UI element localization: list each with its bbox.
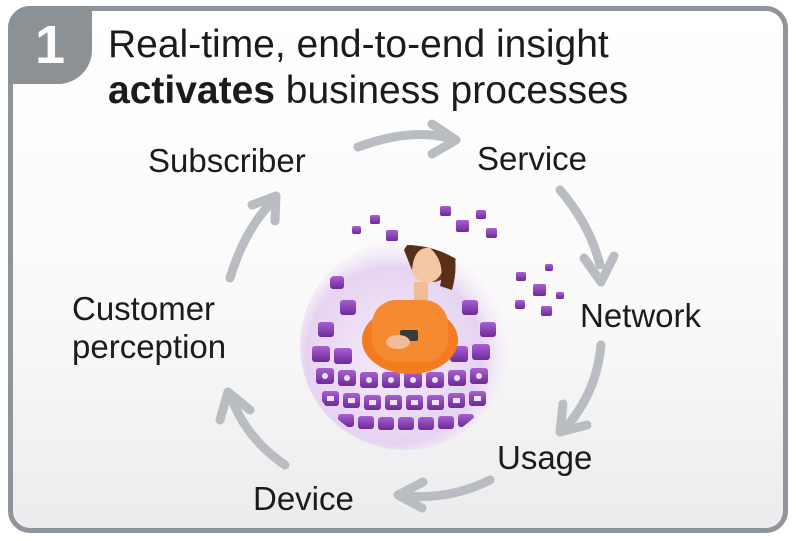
node-network: Network — [580, 297, 702, 334]
cycle-arrows — [215, 119, 619, 513]
customer-line-2: perception — [72, 328, 227, 365]
arrow-usage-to-device-icon — [393, 475, 495, 513]
node-customer-perception: Customer perception — [72, 290, 226, 366]
node-device: Device — [253, 480, 354, 517]
node-usage: Usage — [497, 439, 593, 476]
diagram-title: Real-time, end-to-end insight activates … — [108, 22, 768, 114]
number-badge: 1 — [8, 6, 92, 84]
arrow-service-to-network-icon — [555, 185, 619, 287]
app-globe-icon — [300, 206, 564, 450]
title-bold-word: activates — [108, 69, 275, 112]
arrow-customer-to-subscriber-icon — [225, 191, 281, 283]
title-line-2: activates business processes — [108, 68, 768, 114]
arrow-subscriber-to-service-icon — [353, 119, 461, 159]
title-line-2-rest: business processes — [274, 69, 629, 112]
node-subscriber: Subscriber — [148, 142, 306, 179]
node-service: Service — [477, 140, 588, 177]
arrow-device-to-customer-icon — [215, 387, 290, 470]
customer-line-1: Customer — [72, 290, 216, 327]
title-line-1: Real-time, end-to-end insight — [108, 23, 609, 66]
step-number: 1 — [34, 15, 66, 75]
arrow-network-to-usage-icon — [555, 340, 606, 437]
